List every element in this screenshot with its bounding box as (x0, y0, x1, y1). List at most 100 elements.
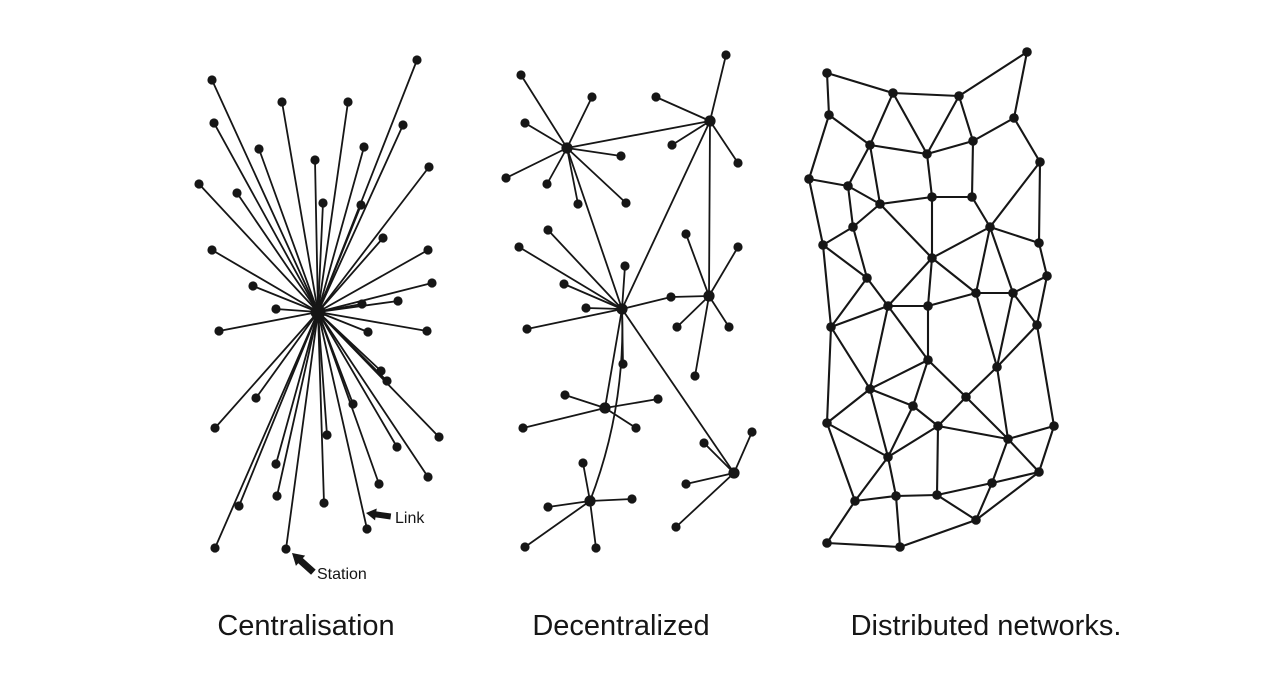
link-edge (703, 442, 735, 474)
link-edge (589, 308, 624, 502)
link-edge (1006, 424, 1056, 441)
station-node (271, 459, 281, 469)
station-node (376, 366, 386, 376)
station-node (210, 543, 220, 553)
station-node (932, 490, 942, 500)
station-node (359, 142, 369, 152)
link-edge (1012, 50, 1029, 120)
link-edge (621, 296, 672, 310)
station-node (518, 423, 528, 433)
station-node (363, 327, 373, 337)
station-node (621, 198, 631, 208)
link-edge (563, 283, 623, 310)
link-edge (566, 147, 623, 310)
link-edge (868, 304, 890, 391)
station-node (631, 423, 641, 433)
link-edge (520, 74, 568, 149)
decentralized-network (501, 50, 757, 553)
link-edge (925, 152, 934, 199)
station-node (672, 322, 682, 332)
station-node (1009, 113, 1019, 123)
station-node (543, 225, 553, 235)
station-node (667, 140, 677, 150)
link-edge (974, 481, 994, 522)
station-node (214, 326, 224, 336)
link-edge (655, 96, 711, 122)
link-edge (988, 225, 1041, 245)
link-edge (213, 122, 319, 313)
station-node (277, 97, 287, 107)
station-node (207, 245, 217, 255)
station-node (578, 458, 588, 468)
station-node (822, 538, 832, 548)
station-node (520, 118, 530, 128)
link-edge (621, 308, 735, 474)
station-node (251, 393, 261, 403)
link-edge (317, 311, 325, 504)
link-edge (1035, 274, 1049, 327)
link-edge (518, 246, 623, 310)
centralized-links (198, 59, 440, 550)
station-node (883, 301, 893, 311)
station-annotation: Station (292, 553, 367, 583)
link-edge (564, 394, 606, 409)
station-node (542, 179, 552, 189)
link-edge (825, 421, 857, 503)
link-edge (868, 387, 915, 408)
link-edge (276, 311, 319, 497)
station-node (922, 149, 932, 159)
station-node (1042, 271, 1052, 281)
link-edge (566, 147, 627, 204)
link-edge (964, 365, 999, 399)
station-node (234, 501, 244, 511)
link-edge (930, 256, 978, 295)
station-node (850, 496, 860, 506)
station-node (826, 322, 836, 332)
link-edge (1011, 291, 1039, 327)
station-node (1003, 434, 1013, 444)
link-edge (258, 148, 319, 313)
station-node (343, 97, 353, 107)
hub-node (728, 467, 740, 479)
link-edge (926, 291, 978, 308)
station-node (985, 222, 995, 232)
link-edge (925, 139, 975, 156)
link-edge (974, 470, 1041, 522)
link-edge (935, 481, 994, 497)
hub-node (310, 304, 326, 320)
station-node (933, 421, 943, 431)
station-node (560, 390, 570, 400)
link-edge (317, 124, 404, 313)
station-node (747, 427, 757, 437)
station-node (804, 174, 814, 184)
station-node (516, 70, 526, 80)
station-node (422, 326, 432, 336)
link-edge (671, 120, 711, 146)
link-edge (621, 120, 711, 310)
link-edge (821, 243, 833, 329)
link-edge (911, 404, 940, 428)
station-node (424, 162, 434, 172)
link-edge (925, 94, 961, 156)
annotations-layer: Link Station (292, 508, 425, 583)
distributed-links (807, 50, 1056, 549)
link-edge (964, 395, 1010, 441)
station-node (272, 491, 282, 501)
link-edge (317, 146, 365, 313)
link-edge (733, 431, 753, 474)
networks-layer (194, 47, 1059, 554)
link-edge (807, 113, 831, 181)
link-edge (317, 202, 324, 313)
station-node (348, 399, 358, 409)
station-node (733, 242, 743, 252)
station-node (398, 120, 408, 130)
link-edge (317, 101, 349, 313)
link-edge (709, 54, 727, 122)
link-edge (886, 304, 930, 362)
station-node (822, 418, 832, 428)
link-edge (821, 243, 869, 280)
station-node (1032, 320, 1042, 330)
station-node (423, 472, 433, 482)
link-edge (995, 365, 1010, 441)
link-edge (1035, 323, 1056, 428)
